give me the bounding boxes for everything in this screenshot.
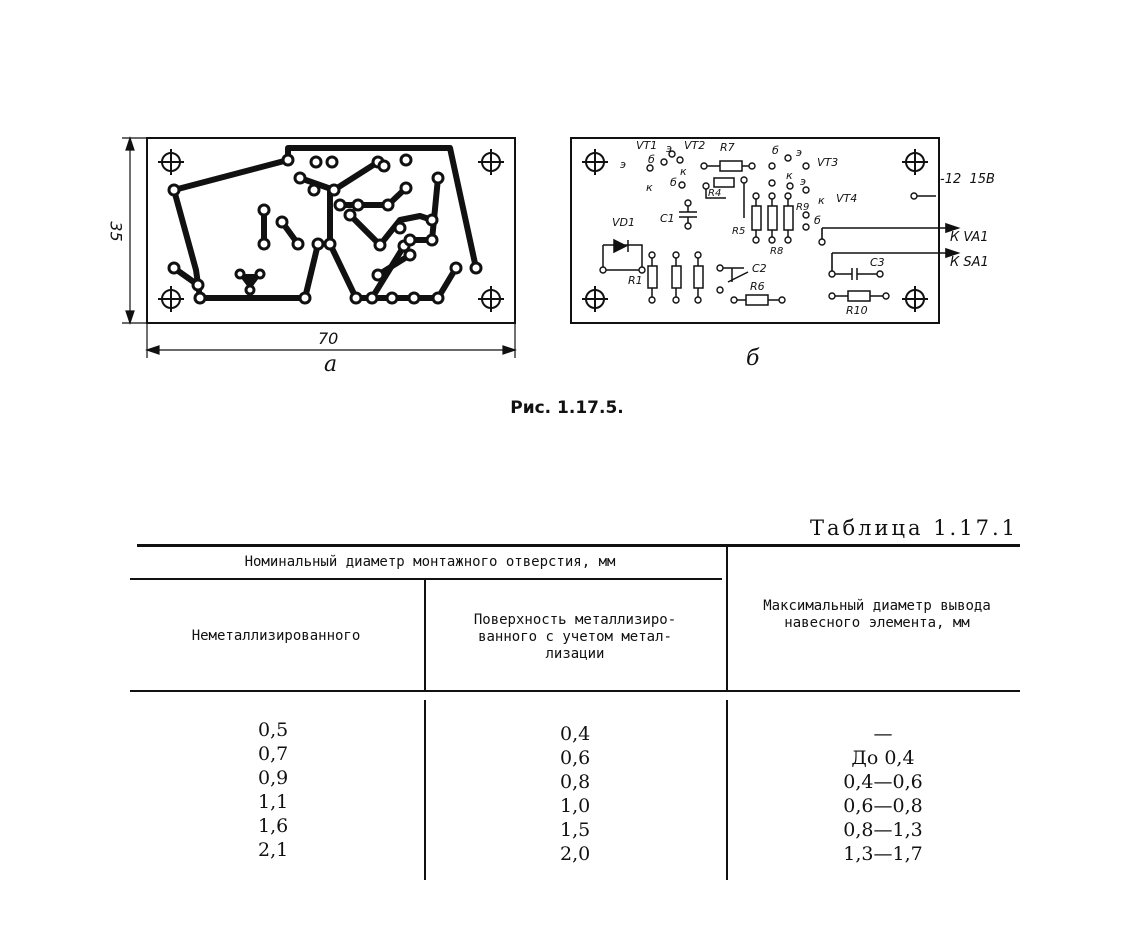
pin-label: б bbox=[814, 214, 821, 227]
pin-label: к bbox=[646, 181, 653, 194]
column-metal: 0,4 0,6 0,8 1,0 1,5 2,0 bbox=[560, 722, 590, 866]
table-cell: 0,9 bbox=[258, 767, 289, 789]
header-col1: Неметаллизированного bbox=[191, 628, 361, 644]
table-cell: 2,1 bbox=[258, 839, 289, 861]
label-r1: R1 bbox=[628, 274, 643, 287]
terminal-va1-label: К VA1 bbox=[950, 230, 989, 245]
board-a bbox=[122, 136, 517, 358]
pcb-figure bbox=[122, 136, 961, 358]
table-cell: 0,8—1,3 bbox=[843, 819, 923, 841]
pin-label: э bbox=[666, 142, 673, 155]
board-a-label: а bbox=[324, 352, 338, 377]
pin-label: б bbox=[772, 144, 779, 157]
table-cell: — bbox=[873, 723, 893, 745]
label-vt3: VT3 bbox=[817, 156, 839, 169]
label-r10: R10 bbox=[846, 304, 868, 317]
table-cell: 0,4 bbox=[560, 723, 591, 745]
header-col2: Поверхность металлизиро- ванного с учето… bbox=[473, 612, 677, 662]
table-cell: 1,6 bbox=[258, 815, 289, 837]
board-b-label: б bbox=[746, 346, 760, 371]
label-r7: R7 bbox=[720, 141, 735, 154]
label-r8: R8 bbox=[770, 246, 784, 257]
dim-width-label: 70 bbox=[318, 329, 339, 348]
pin-label: э bbox=[800, 175, 807, 188]
header-col3: Максимальный диаметр вывода навесного эл… bbox=[763, 598, 991, 631]
pin-label: к bbox=[818, 194, 825, 207]
header-group: Номинальный диаметр монтажного отверстия… bbox=[244, 554, 616, 570]
table-title: Таблица 1.17.1 bbox=[809, 516, 1018, 540]
table-cell: 0,8 bbox=[560, 771, 591, 793]
label-c3: C3 bbox=[870, 256, 885, 269]
label-vt4: VT4 bbox=[836, 192, 858, 205]
pin-label: к bbox=[680, 165, 687, 178]
table-cell: 1,0 bbox=[560, 795, 591, 817]
table-cell: 1,3—1,7 bbox=[843, 843, 923, 865]
table-cell: 0,6—0,8 bbox=[843, 795, 923, 817]
pin-label: к bbox=[786, 169, 793, 182]
table-cell: 0,7 bbox=[258, 743, 289, 765]
table-cell: 2,0 bbox=[560, 843, 591, 865]
table-cell: 0,4—0,6 bbox=[843, 771, 923, 793]
board-b bbox=[570, 137, 961, 324]
pin-label: э bbox=[620, 158, 627, 171]
pin-label: б bbox=[648, 153, 655, 166]
table-cell: До 0,4 bbox=[851, 747, 915, 769]
terminal-sa1-label: К SA1 bbox=[950, 255, 989, 270]
table-cell: 0,5 bbox=[258, 719, 289, 741]
label-r4: R4 bbox=[708, 188, 722, 199]
label-vt2: VT2 bbox=[684, 139, 706, 152]
figure-caption: Рис. 1.17.5. bbox=[510, 398, 624, 418]
pin-label: б bbox=[670, 176, 677, 189]
table-cell: 1,5 bbox=[560, 819, 591, 841]
label-vd1: VD1 bbox=[612, 216, 635, 229]
label-c2: C2 bbox=[752, 262, 767, 275]
dim-height-label: 35 bbox=[106, 221, 126, 242]
pin-label: э bbox=[796, 146, 803, 159]
table-cell: 0,6 bbox=[560, 747, 591, 769]
table-cell: 1,1 bbox=[258, 791, 289, 813]
label-vt1: VT1 bbox=[636, 139, 658, 152]
label-r5: R5 bbox=[732, 226, 746, 237]
column-lead-diameter: — До 0,4 0,4—0,6 0,6—0,8 0,8—1,3 1,3—1,7 bbox=[808, 722, 958, 866]
label-c1: C1 bbox=[660, 212, 675, 225]
label-r9: R9 bbox=[796, 202, 810, 213]
label-r6: R6 bbox=[750, 280, 765, 293]
column-nonmetal: 0,5 0,7 0,9 1,1 1,6 2,1 bbox=[258, 718, 288, 862]
terminal-power-label: -12 15В bbox=[940, 172, 995, 187]
